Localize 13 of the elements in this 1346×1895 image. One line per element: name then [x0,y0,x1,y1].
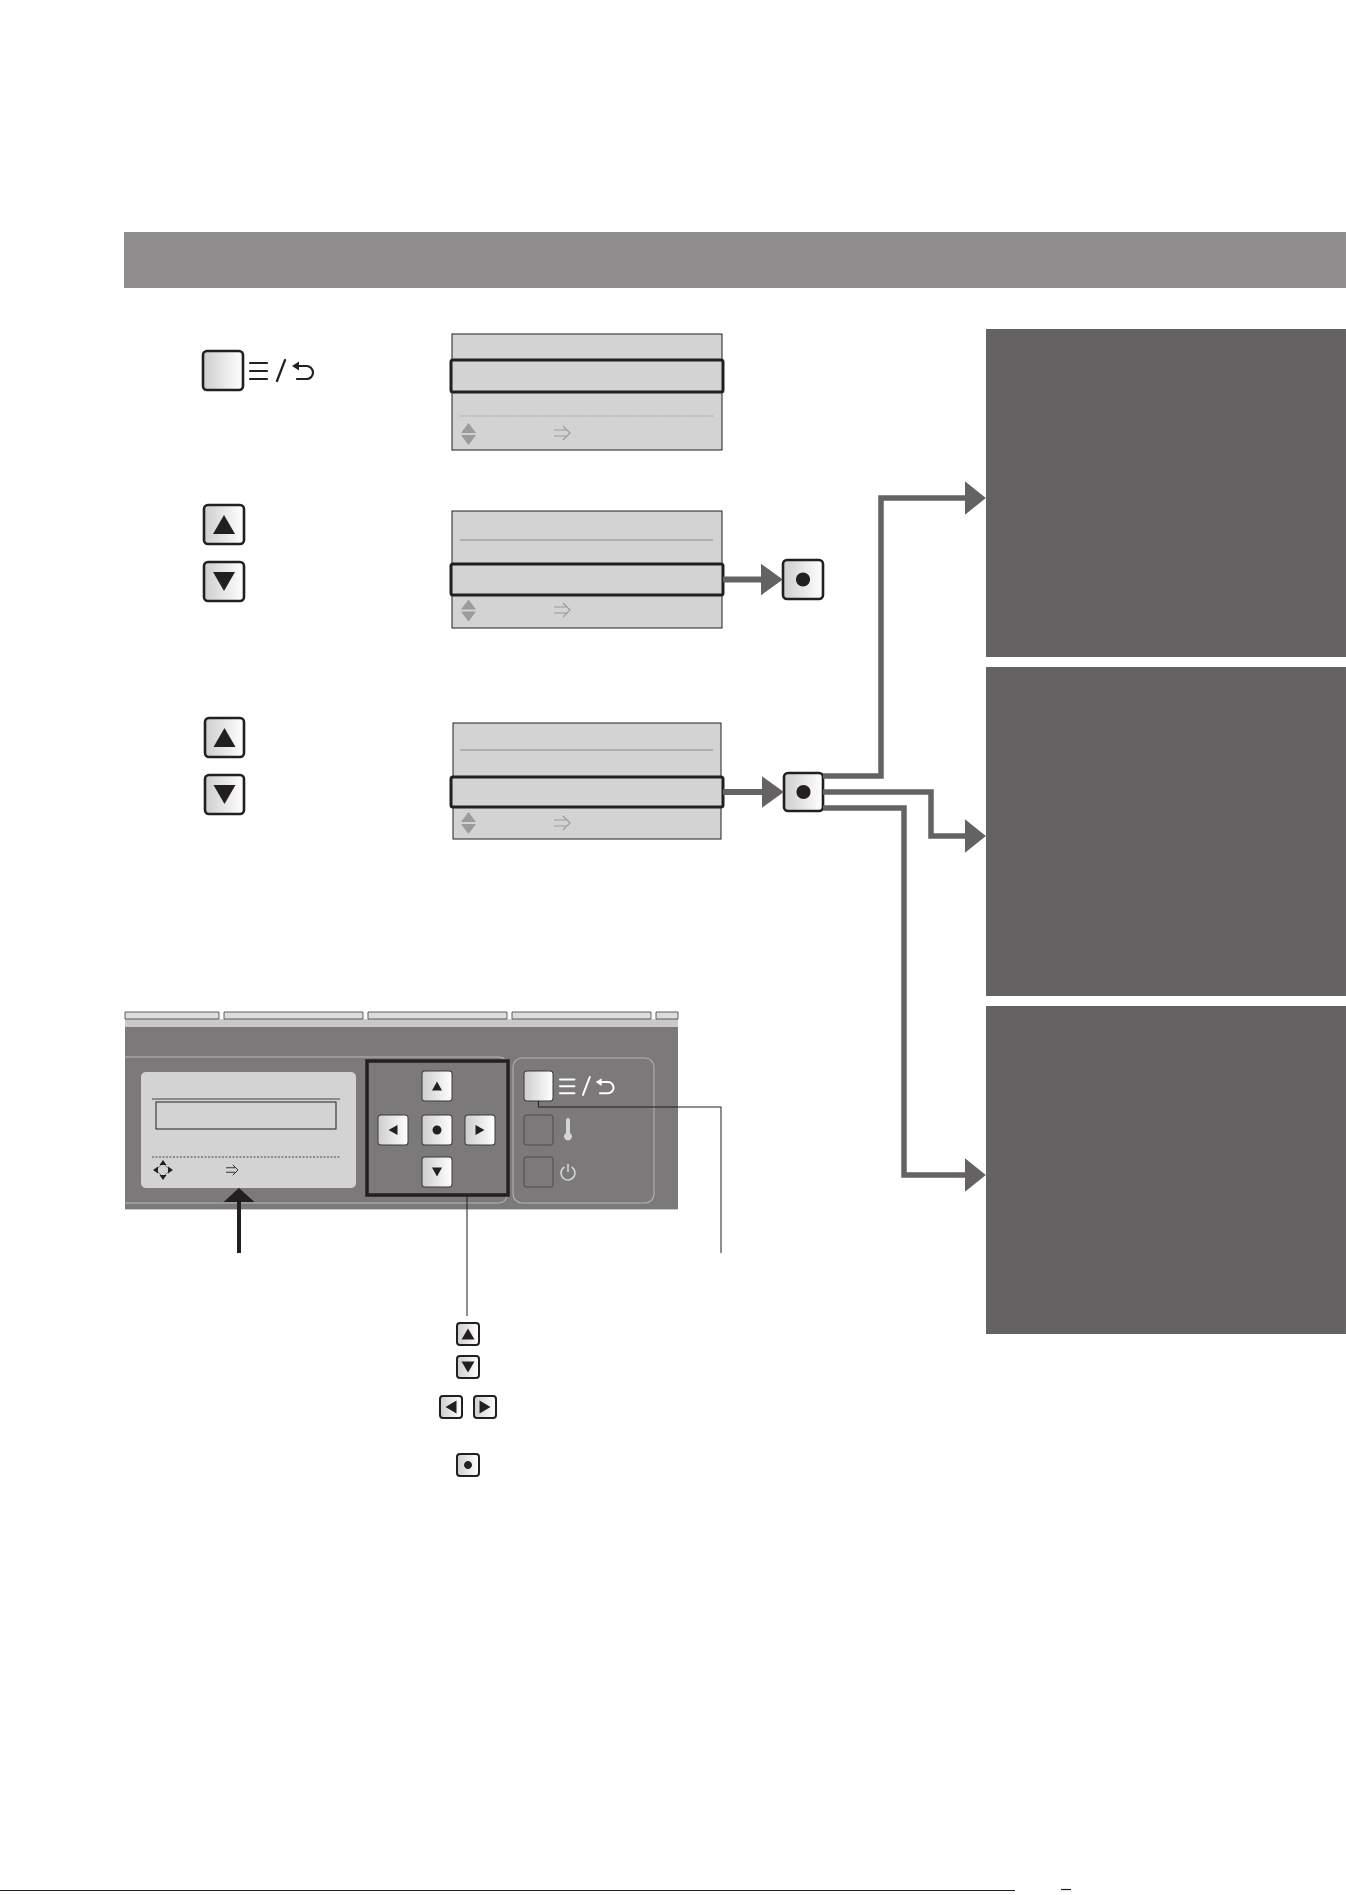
direction-pad [365,1059,510,1197]
lcd-screen [141,1072,356,1188]
panel-box [986,667,1346,996]
menu-key [523,1070,554,1102]
select-key [782,771,825,813]
select-key [781,558,825,601]
panel-box [986,329,1346,657]
highlight-bar [449,562,725,597]
highlight-bar [449,775,725,809]
leader-line [538,1100,722,1254]
leader-line [466,1194,468,1317]
panel-box [986,1006,1346,1334]
highlight-bar [449,358,725,394]
